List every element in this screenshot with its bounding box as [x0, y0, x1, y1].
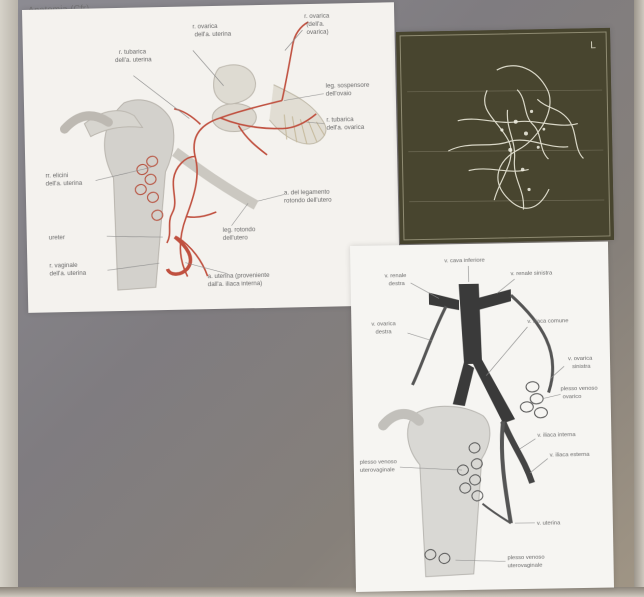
- svg-text:destra: destra: [389, 281, 406, 287]
- label-v-renale-sinistra: v. renale sinistra: [510, 270, 553, 277]
- label-a-uterina: a. uterina (proveniente: [208, 272, 271, 280]
- svg-text:dell'a. ovarica: dell'a. ovarica: [326, 124, 364, 132]
- venous-drainage-diagram: v. cava inferiore v. renale destra v. re…: [350, 241, 614, 591]
- label-leg-rotondo: leg. rotondo: [223, 226, 256, 234]
- uterine-artery-drawing: r. ovarica dell'a. uterina r. tubarica d…: [22, 2, 400, 313]
- label-v-cava: v. cava inferiore: [444, 258, 485, 265]
- angiography-drawing: L: [396, 28, 614, 244]
- label-ureter: ureter: [49, 234, 65, 241]
- label-v-renale-destra: v. renale: [384, 273, 406, 279]
- label-v-iliaca-comune: v. iliaca comune: [527, 318, 568, 325]
- svg-text:destra: destra: [375, 329, 392, 335]
- label-plesso-ovarico: plesso venoso: [560, 386, 597, 393]
- angiography-corner-mark: L: [590, 40, 596, 51]
- label-leg-sospensore: leg. sospensore: [326, 82, 370, 90]
- label-plesso-uterovaginale-2: plesso venoso: [507, 555, 544, 562]
- label-plesso-uterovaginale-1: plesso venoso: [360, 459, 397, 466]
- label-a-legamento-rotondo: a. del legamento: [284, 189, 330, 197]
- label-r-tubarica-ovarica: r. tubarica: [326, 116, 354, 124]
- svg-text:dell'ovaio: dell'ovaio: [326, 90, 352, 98]
- svg-text:dell'a. uterina: dell'a. uterina: [115, 56, 152, 64]
- label-v-ovarica-destra: v. ovarica: [371, 321, 396, 327]
- uterine-artery-diagram: r. ovarica dell'a. uterina r. tubarica d…: [22, 2, 400, 313]
- label-r-ovarica-uterina: r. ovarica: [192, 23, 218, 31]
- svg-text:(dell'a.: (dell'a.: [306, 21, 324, 28]
- svg-text:ovarico: ovarico: [563, 394, 582, 400]
- svg-text:rotondo dell'utero: rotondo dell'utero: [284, 197, 332, 205]
- svg-text:dell'a. uterina: dell'a. uterina: [49, 270, 86, 278]
- svg-text:uterovaginale: uterovaginale: [508, 563, 543, 570]
- label-v-iliaca-esterna: v. iliaca esterna: [550, 452, 591, 459]
- label-r-vaginale: r. vaginale: [49, 262, 78, 270]
- svg-text:dall'a. iliaca interna): dall'a. iliaca interna): [208, 280, 263, 288]
- label-r-tubarica-uterina: r. tubarica: [119, 48, 147, 56]
- svg-text:dell'utero: dell'utero: [223, 234, 249, 242]
- svg-text:dell'a. uterina: dell'a. uterina: [194, 31, 231, 39]
- angiography-image: L: [396, 28, 614, 244]
- svg-text:ovarica): ovarica): [306, 29, 328, 36]
- wall-left: [0, 0, 18, 597]
- svg-text:sinistra: sinistra: [572, 364, 591, 370]
- label-v-iliaca-interna: v. iliaca interna: [537, 432, 576, 439]
- label-rr-elicini: rr. elicini: [45, 172, 68, 179]
- svg-text:dell'a. uterina: dell'a. uterina: [46, 180, 83, 188]
- svg-text:uterovaginale: uterovaginale: [360, 467, 395, 474]
- label-v-uterina: v. uterina: [537, 520, 561, 526]
- wall-right: [634, 0, 644, 597]
- venous-drawing: v. cava inferiore v. renale destra v. re…: [350, 241, 614, 591]
- label-v-ovarica-sinistra: v. ovarica: [568, 356, 593, 362]
- label-r-ovarica-ovarica: r. ovarica: [304, 13, 330, 21]
